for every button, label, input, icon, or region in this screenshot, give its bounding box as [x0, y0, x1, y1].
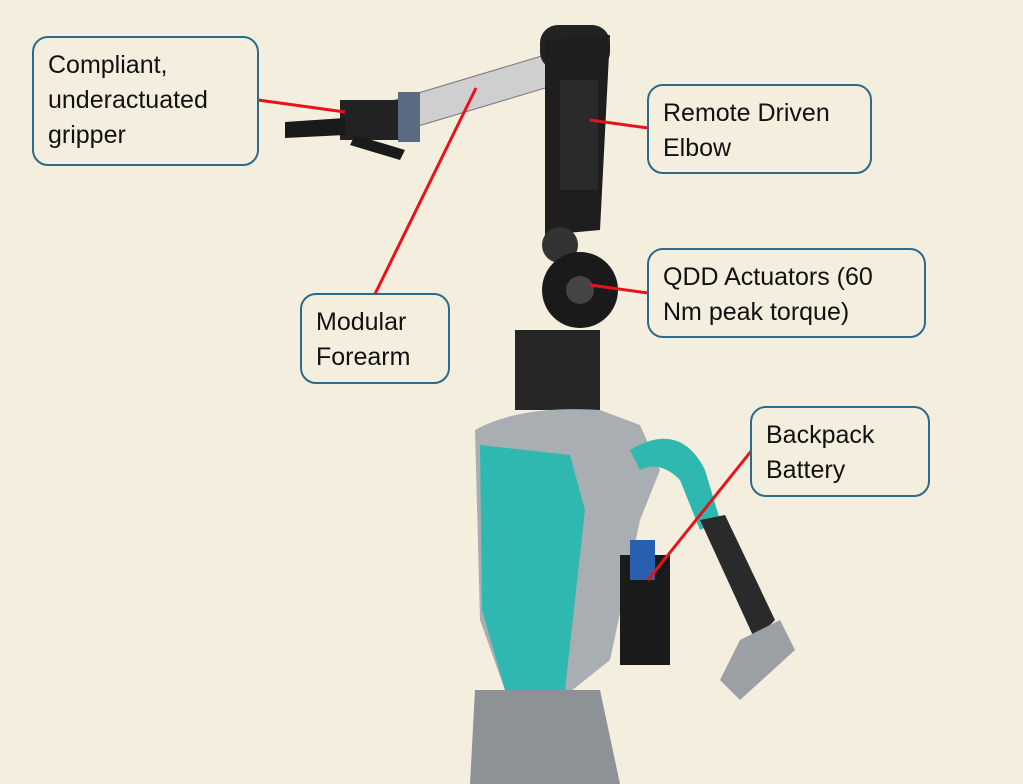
- callout-forearm: Modular Forearm: [300, 293, 450, 384]
- callout-elbow: Remote Driven Elbow: [647, 84, 872, 174]
- callout-actuators: QDD Actuators (60 Nm peak torque): [647, 248, 926, 338]
- robot-arm: [285, 25, 618, 410]
- leader-lines: [257, 87, 754, 581]
- leader-line-forearm: [373, 87, 478, 295]
- callout-battery: Backpack Battery: [750, 406, 930, 497]
- leader-line-gripper: [257, 98, 346, 114]
- robot-torso: [470, 409, 795, 784]
- leader-line-battery: [646, 449, 754, 581]
- callout-gripper: Compliant, underactuated gripper: [32, 36, 259, 166]
- leader-line-elbow: [589, 118, 649, 130]
- leader-line-actuators: [589, 283, 649, 295]
